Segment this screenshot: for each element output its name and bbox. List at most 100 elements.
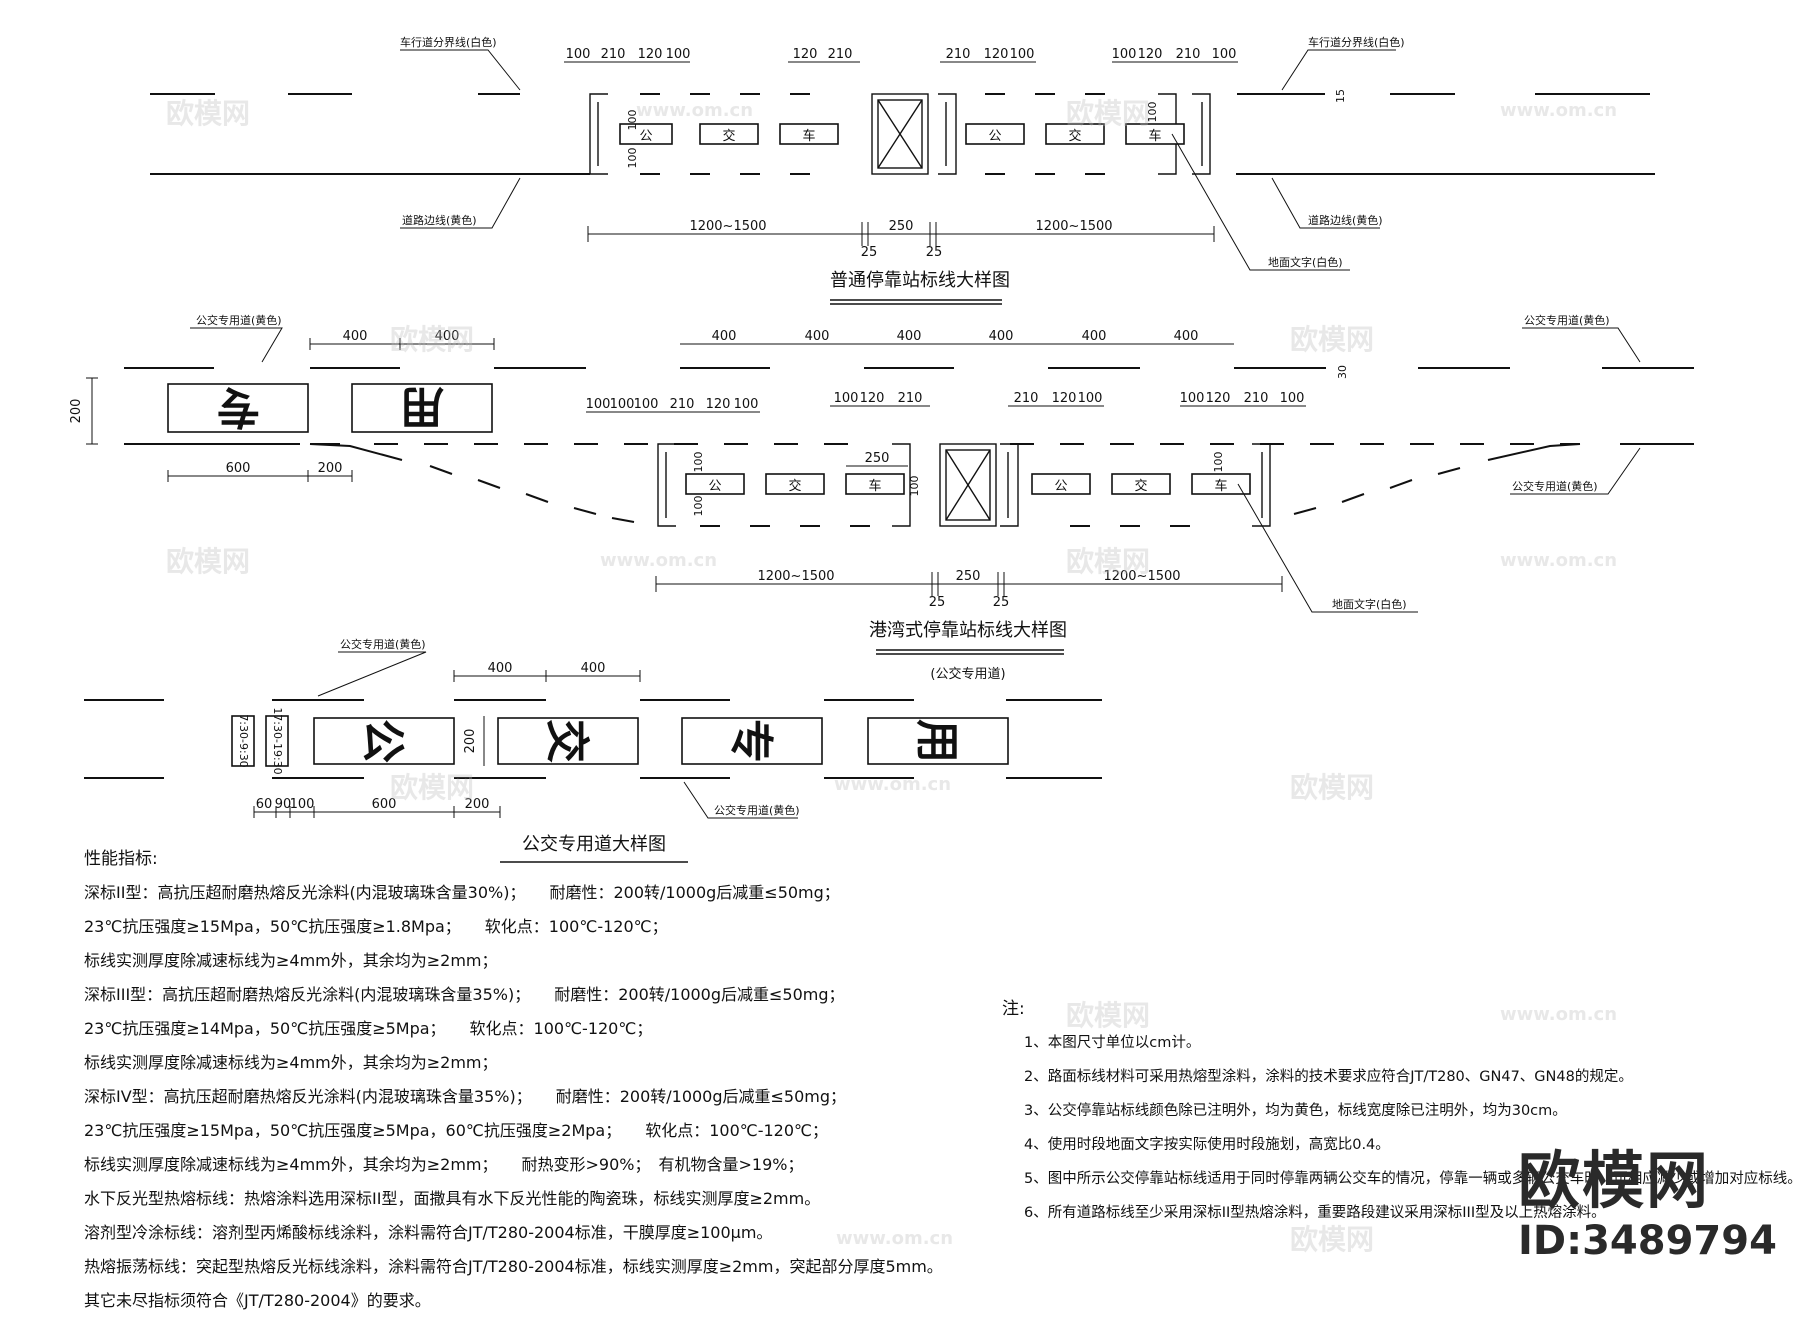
performance-line: 标线实测厚度除减速标线为≥4mm外，其余均为≥2mm；: [84, 1053, 498, 1072]
svg-text:210: 210: [601, 47, 626, 62]
svg-text:15: 15: [1334, 89, 1347, 103]
svg-text:210: 210: [946, 47, 971, 62]
svg-text:200: 200: [318, 461, 343, 476]
note-item: 3、公交停靠站标线颜色除已注明外，均为黄色，标线宽度除已注明外，均为30cm。: [1024, 1103, 1567, 1119]
svg-text:120: 120: [1206, 391, 1231, 406]
svg-text:100: 100: [1078, 391, 1103, 406]
svg-text:1200~1500: 1200~1500: [1103, 569, 1180, 584]
svg-text:25: 25: [861, 245, 878, 260]
svg-text:210: 210: [1176, 47, 1201, 62]
taper-right: [1293, 443, 1581, 515]
svg-text:1200~1500: 1200~1500: [757, 569, 834, 584]
svg-text:公交专用道(黄色): 公交专用道(黄色): [196, 313, 282, 327]
svg-text:25: 25: [926, 245, 943, 260]
svg-text:100: 100: [1112, 47, 1137, 62]
svg-text:400: 400: [1174, 329, 1199, 344]
svg-text:车行道分界线(白色): 车行道分界线(白色): [1308, 35, 1405, 49]
performance-line: 标线实测厚度除减速标线为≥4mm外，其余均为≥2mm；: [84, 951, 498, 970]
svg-text:200: 200: [465, 797, 490, 812]
svg-text:120: 120: [860, 391, 885, 406]
svg-text:210: 210: [828, 47, 853, 62]
svg-text:用: 用: [400, 381, 444, 432]
svg-text:100: 100: [908, 476, 921, 497]
svg-text:100: 100: [834, 391, 859, 406]
time-boxes: 7:30-9:30 17:30-19:30: [231, 707, 289, 775]
left-dimensions-2: 200 600 200: [69, 377, 353, 482]
svg-text:120: 120: [706, 397, 731, 412]
svg-text:100: 100: [586, 397, 611, 412]
performance-line: 溶剂型冷涂标线：溶剂型丙烯酸标线涂料，涂料需符合JT/T280-2004标准，干…: [84, 1223, 773, 1242]
svg-text:210: 210: [1014, 391, 1039, 406]
svg-text:车: 车: [1148, 128, 1161, 144]
svg-text:400: 400: [805, 329, 830, 344]
bus-lane-dashes-3: [84, 699, 1102, 779]
svg-text:7:30-9:30: 7:30-9:30: [237, 714, 250, 767]
svg-text:交: 交: [722, 128, 735, 144]
ground-text-row-2: 公 交 车 公 交 车: [685, 473, 1251, 495]
performance-line: 23℃抗压强度≥15Mpa，50℃抗压强度≥5Mpa，60℃抗压强度≥2Mpa；…: [84, 1121, 829, 1140]
svg-text:400: 400: [712, 329, 737, 344]
performance-line: 23℃抗压强度≥14Mpa，50℃抗压强度≥5Mpa； 软化点：100℃-120…: [84, 1019, 653, 1038]
svg-text:400: 400: [488, 661, 513, 676]
svg-text:120: 120: [1052, 391, 1077, 406]
svg-text:400: 400: [343, 329, 368, 344]
bay-stop-diagram: 专 用 公 交 车 公 交 车 400 400 400 400: [69, 313, 1694, 682]
svg-text:120: 120: [638, 47, 663, 62]
bottom-dimensions-2: 1200~1500 250 1200~1500 25 25: [655, 569, 1283, 610]
svg-text:1200~1500: 1200~1500: [689, 219, 766, 234]
svg-text:100: 100: [1010, 47, 1035, 62]
note-item: 5、图中所示公交停靠站标线适用于同时停靠两辆公交车的情况，停靠一辆或多辆公交车时…: [1024, 1171, 1800, 1187]
note-item: 1、本图尺寸单位以cm计。: [1024, 1035, 1201, 1051]
svg-text:地面文字(白色): 地面文字(白色): [1332, 597, 1407, 611]
performance-line: 水下反光型热熔标线：热熔涂料选用深标II型，面撒具有水下反光性能的陶瓷珠，标线实…: [84, 1189, 821, 1208]
svg-text:600: 600: [372, 797, 397, 812]
svg-text:120: 120: [793, 47, 818, 62]
svg-text:25: 25: [929, 595, 946, 610]
svg-text:100: 100: [692, 452, 705, 473]
top-dimensions-1: 100 210 120 100 120 210 210 120 100 100 …: [564, 47, 1238, 63]
svg-text:公: 公: [357, 719, 408, 763]
top-dimensions-3: 400 400: [453, 661, 641, 682]
svg-text:17:30-19:30: 17:30-19:30: [271, 707, 284, 774]
performance-title: 性能指标:: [84, 849, 158, 869]
svg-text:公: 公: [988, 129, 1001, 144]
no-stop-box-1: [871, 93, 929, 175]
svg-text:道路边线(黄色): 道路边线(黄色): [402, 213, 477, 227]
svg-text:公: 公: [708, 479, 721, 494]
svg-text:400: 400: [989, 329, 1014, 344]
svg-text:公交专用道(黄色): 公交专用道(黄色): [1524, 313, 1610, 327]
svg-text:地面文字(白色): 地面文字(白色): [1268, 255, 1343, 269]
svg-text:250: 250: [889, 219, 914, 234]
performance-section: 性能指标: 深标II型：高抗压超耐磨热熔反光涂料(内混玻璃珠含量30%)； 耐磨…: [84, 842, 984, 1318]
bottom-dimensions-1: 1200~1500 250 1200~1500 25 25: [587, 219, 1215, 260]
stop-bracket-left: [589, 93, 608, 175]
svg-text:车行道分界线(白色): 车行道分界线(白色): [400, 35, 497, 49]
svg-text:120: 120: [984, 47, 1009, 62]
bus-lane-diagram: 7:30-9:30 17:30-19:30 公 交 专 用 200 400 40…: [84, 637, 1102, 863]
svg-text:1200~1500: 1200~1500: [1035, 219, 1112, 234]
svg-text:交: 交: [1068, 128, 1081, 144]
svg-text:交: 交: [541, 719, 592, 763]
normal-stop-diagram: 公 交 车 公 交 车 100 210 120 100 120 210 210 …: [150, 35, 1655, 305]
taper-left: [309, 443, 635, 523]
brand-id: ID:3489794: [1518, 1218, 1777, 1264]
svg-text:100: 100: [692, 496, 705, 517]
svg-text:30: 30: [1336, 365, 1349, 379]
svg-text:25: 25: [993, 595, 1010, 610]
svg-text:100: 100: [610, 397, 635, 412]
bus-lane-title: 公交专用道大样图: [522, 834, 666, 855]
svg-text:400: 400: [581, 661, 606, 676]
svg-text:专: 专: [216, 381, 260, 432]
svg-text:100: 100: [1212, 452, 1225, 473]
svg-text:公交专用道(黄色): 公交专用道(黄色): [340, 637, 426, 651]
svg-text:公交专用道(黄色): 公交专用道(黄色): [1512, 479, 1598, 493]
svg-text:120: 120: [1138, 47, 1163, 62]
svg-text:200: 200: [463, 729, 478, 754]
note-item: 6、所有道路标线至少采用深标II型热熔涂料，重要路段建议采用深标III型及以上热…: [1024, 1205, 1606, 1221]
svg-text:公交专用道(黄色): 公交专用道(黄色): [714, 803, 800, 817]
svg-text:车: 车: [868, 478, 881, 494]
svg-text:400: 400: [897, 329, 922, 344]
performance-line: 热熔振荡标线：突起型热熔反光标线涂料，涂料需符合JT/T280-2004标准，标…: [84, 1257, 943, 1276]
performance-line: 其它未尽指标须符合《JT/T280-2004》的要求。: [84, 1291, 431, 1310]
